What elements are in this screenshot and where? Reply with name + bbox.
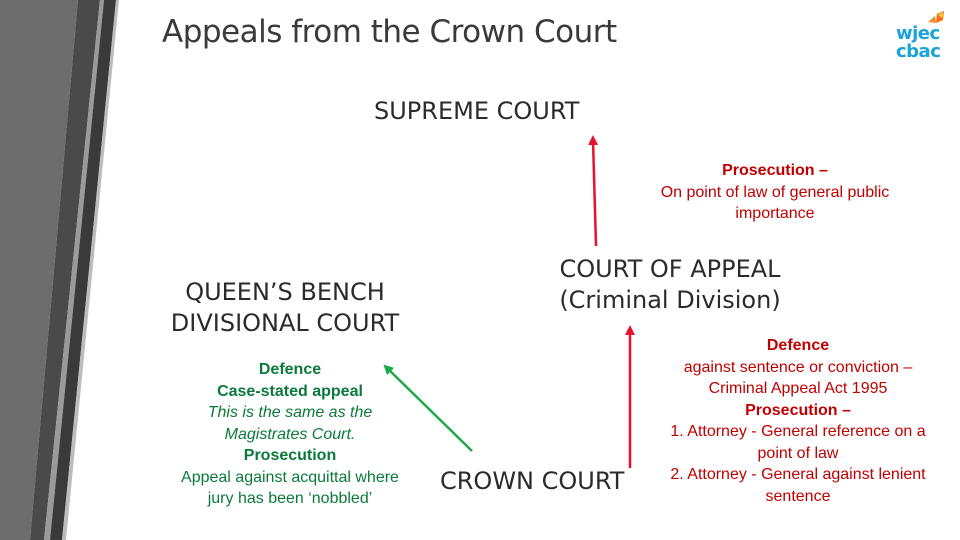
court-of-appeal-line1: COURT OF APPEAL <box>559 255 781 283</box>
qb-same-line2: Magistrates Court. <box>224 425 356 443</box>
qb-acquittal-line2: jury has been ‘nobbled’ <box>207 490 373 507</box>
coa-defence-heading: Defence <box>766 337 830 354</box>
supreme-prosecution-line1: On point of law of general public <box>660 183 890 201</box>
arrow-crown-to-queens-bench <box>383 364 473 452</box>
supreme-prosecution-heading: Prosecution – <box>722 162 828 179</box>
coa-lenient-line1: 2. Attorney - General against lenient <box>670 466 926 483</box>
coa-ref-line2: point of law <box>757 444 839 462</box>
supreme-court-label: SUPREME COURT <box>374 97 580 125</box>
qb-prosecution-heading: Prosecution <box>243 447 337 464</box>
logo-text-cbac: cbac <box>896 41 941 62</box>
crown-court-label: CROWN COURT <box>440 467 625 495</box>
coa-against-line1: against sentence or conviction – <box>683 358 913 376</box>
qb-acquittal-line1: Appeal against acquittal where <box>181 468 399 486</box>
supreme-prosecution-note: Prosecution – On point of law of general… <box>630 160 920 225</box>
slide-title: Appeals from the Crown Court <box>162 14 617 50</box>
coa-against-line2: Criminal Appeal Act 1995 <box>708 380 888 397</box>
queens-bench-line2: DIVISIONAL COURT <box>170 309 400 337</box>
coa-ref-line1: 1. Attorney - General reference on a <box>670 423 926 440</box>
arrow-coa-to-supreme <box>588 135 599 247</box>
coa-lenient-line2: sentence <box>765 487 831 505</box>
court-of-appeal-note: Defence against sentence or conviction –… <box>650 335 946 507</box>
court-of-appeal-line2: (Criminal Division) <box>559 286 781 314</box>
logo-text-wjec: wjec <box>896 23 940 44</box>
book-icon <box>928 11 944 23</box>
queens-bench-label: QUEEN’S BENCH DIVISIONAL COURT <box>140 277 430 339</box>
wjec-cbac-logo: wjec cbac <box>896 10 948 62</box>
slide-edge-decoration <box>0 0 119 540</box>
qb-same-line1: This is the same as the <box>207 404 373 421</box>
queens-bench-note: Defence Case-stated appeal This is the s… <box>150 359 430 510</box>
queens-bench-line1: QUEEN’S BENCH <box>185 278 385 306</box>
court-of-appeal-label: COURT OF APPEAL (Criminal Division) <box>540 254 800 316</box>
qb-case-stated: Case-stated appeal <box>217 382 363 400</box>
supreme-prosecution-line2: importance <box>735 205 815 222</box>
coa-prosecution-heading: Prosecution – <box>745 401 851 419</box>
qb-defence-heading: Defence <box>258 361 322 378</box>
